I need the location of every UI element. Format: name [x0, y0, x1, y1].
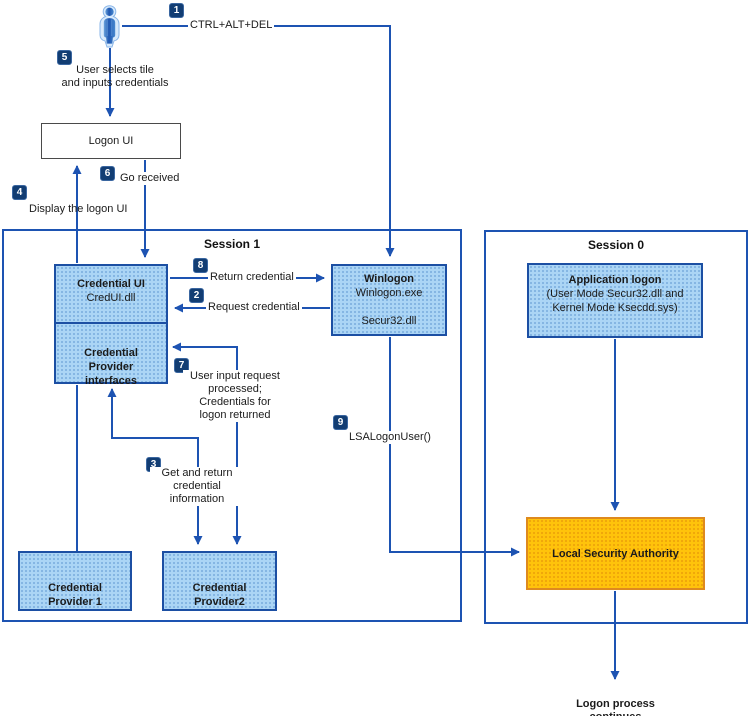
local-security-authority-title: Local Security Authority	[552, 547, 679, 560]
footer-label: Logon process continues	[576, 698, 655, 716]
session-1-title: Session 1	[203, 237, 261, 251]
credential-provider-interfaces-box: Credential Provider interfaces	[54, 322, 168, 387]
credential-provider-2-title: Credential Provider2	[192, 582, 247, 608]
logon-ui-label: Logon UI	[88, 135, 134, 147]
step-label-9: LSALogonUser()	[347, 431, 433, 444]
step-label-7: User input request processed; Credential…	[183, 370, 287, 422]
application-logon-box: Application logon (User Mode Secur32.dll…	[527, 263, 703, 338]
step-badge-2: 2	[189, 288, 204, 303]
credential-ui-subtitle: CredUI.dll	[86, 292, 136, 304]
credential-provider-interfaces-title: Credential Provider interfaces	[84, 347, 138, 387]
local-security-authority-box: Local Security Authority	[526, 517, 705, 590]
credential-ui-box: Credential UI CredUI.dll	[54, 264, 168, 324]
step-label-5: User selects tile and inputs credentials	[61, 64, 169, 89]
step-label-6: Go received	[118, 172, 182, 185]
winlogon-title: Winlogon	[364, 273, 414, 285]
winlogon-box: Winlogon Winlogon.exe Secur32.dll	[331, 264, 447, 336]
step-label-2: Request credential	[206, 301, 302, 314]
winlogon-library: Secur32.dll	[361, 315, 417, 327]
step-label-3: Get and return credential information	[150, 467, 244, 506]
credential-provider-2-box: Credential Provider2	[162, 551, 277, 611]
step-badge-9: 9	[333, 415, 348, 430]
step-badge-6: 6	[100, 166, 115, 181]
credential-ui-title: Credential UI	[77, 278, 145, 290]
logon-ui-box: Logon UI	[41, 123, 181, 159]
application-logon-line3: Kernel Mode Ksecdd.sys)	[552, 302, 678, 314]
application-logon-title: Application logon	[568, 274, 662, 286]
winlogon-process: Winlogon.exe	[355, 287, 423, 299]
step-badge-1: 1	[169, 3, 184, 18]
credential-provider-1-title: Credential Provider 1	[48, 582, 102, 608]
arrow-lsalogonuser	[389, 337, 520, 557]
application-logon-line2: (User Mode Secur32.dll and	[546, 288, 684, 300]
session-1-container: Session 1	[2, 229, 462, 622]
credential-provider-1-box: Credential Provider 1	[18, 551, 132, 611]
step-badge-8: 8	[193, 258, 208, 273]
session-0-title: Session 0	[587, 238, 645, 252]
step-label-4: Display the logon UI	[29, 203, 128, 215]
step-label-8: Return credential	[208, 271, 296, 284]
user-person-icon	[99, 5, 120, 48]
step-label-1: CTRL+ALT+DEL	[188, 19, 275, 32]
step-badge-5: 5	[57, 50, 72, 65]
step-badge-4: 4	[12, 185, 27, 200]
